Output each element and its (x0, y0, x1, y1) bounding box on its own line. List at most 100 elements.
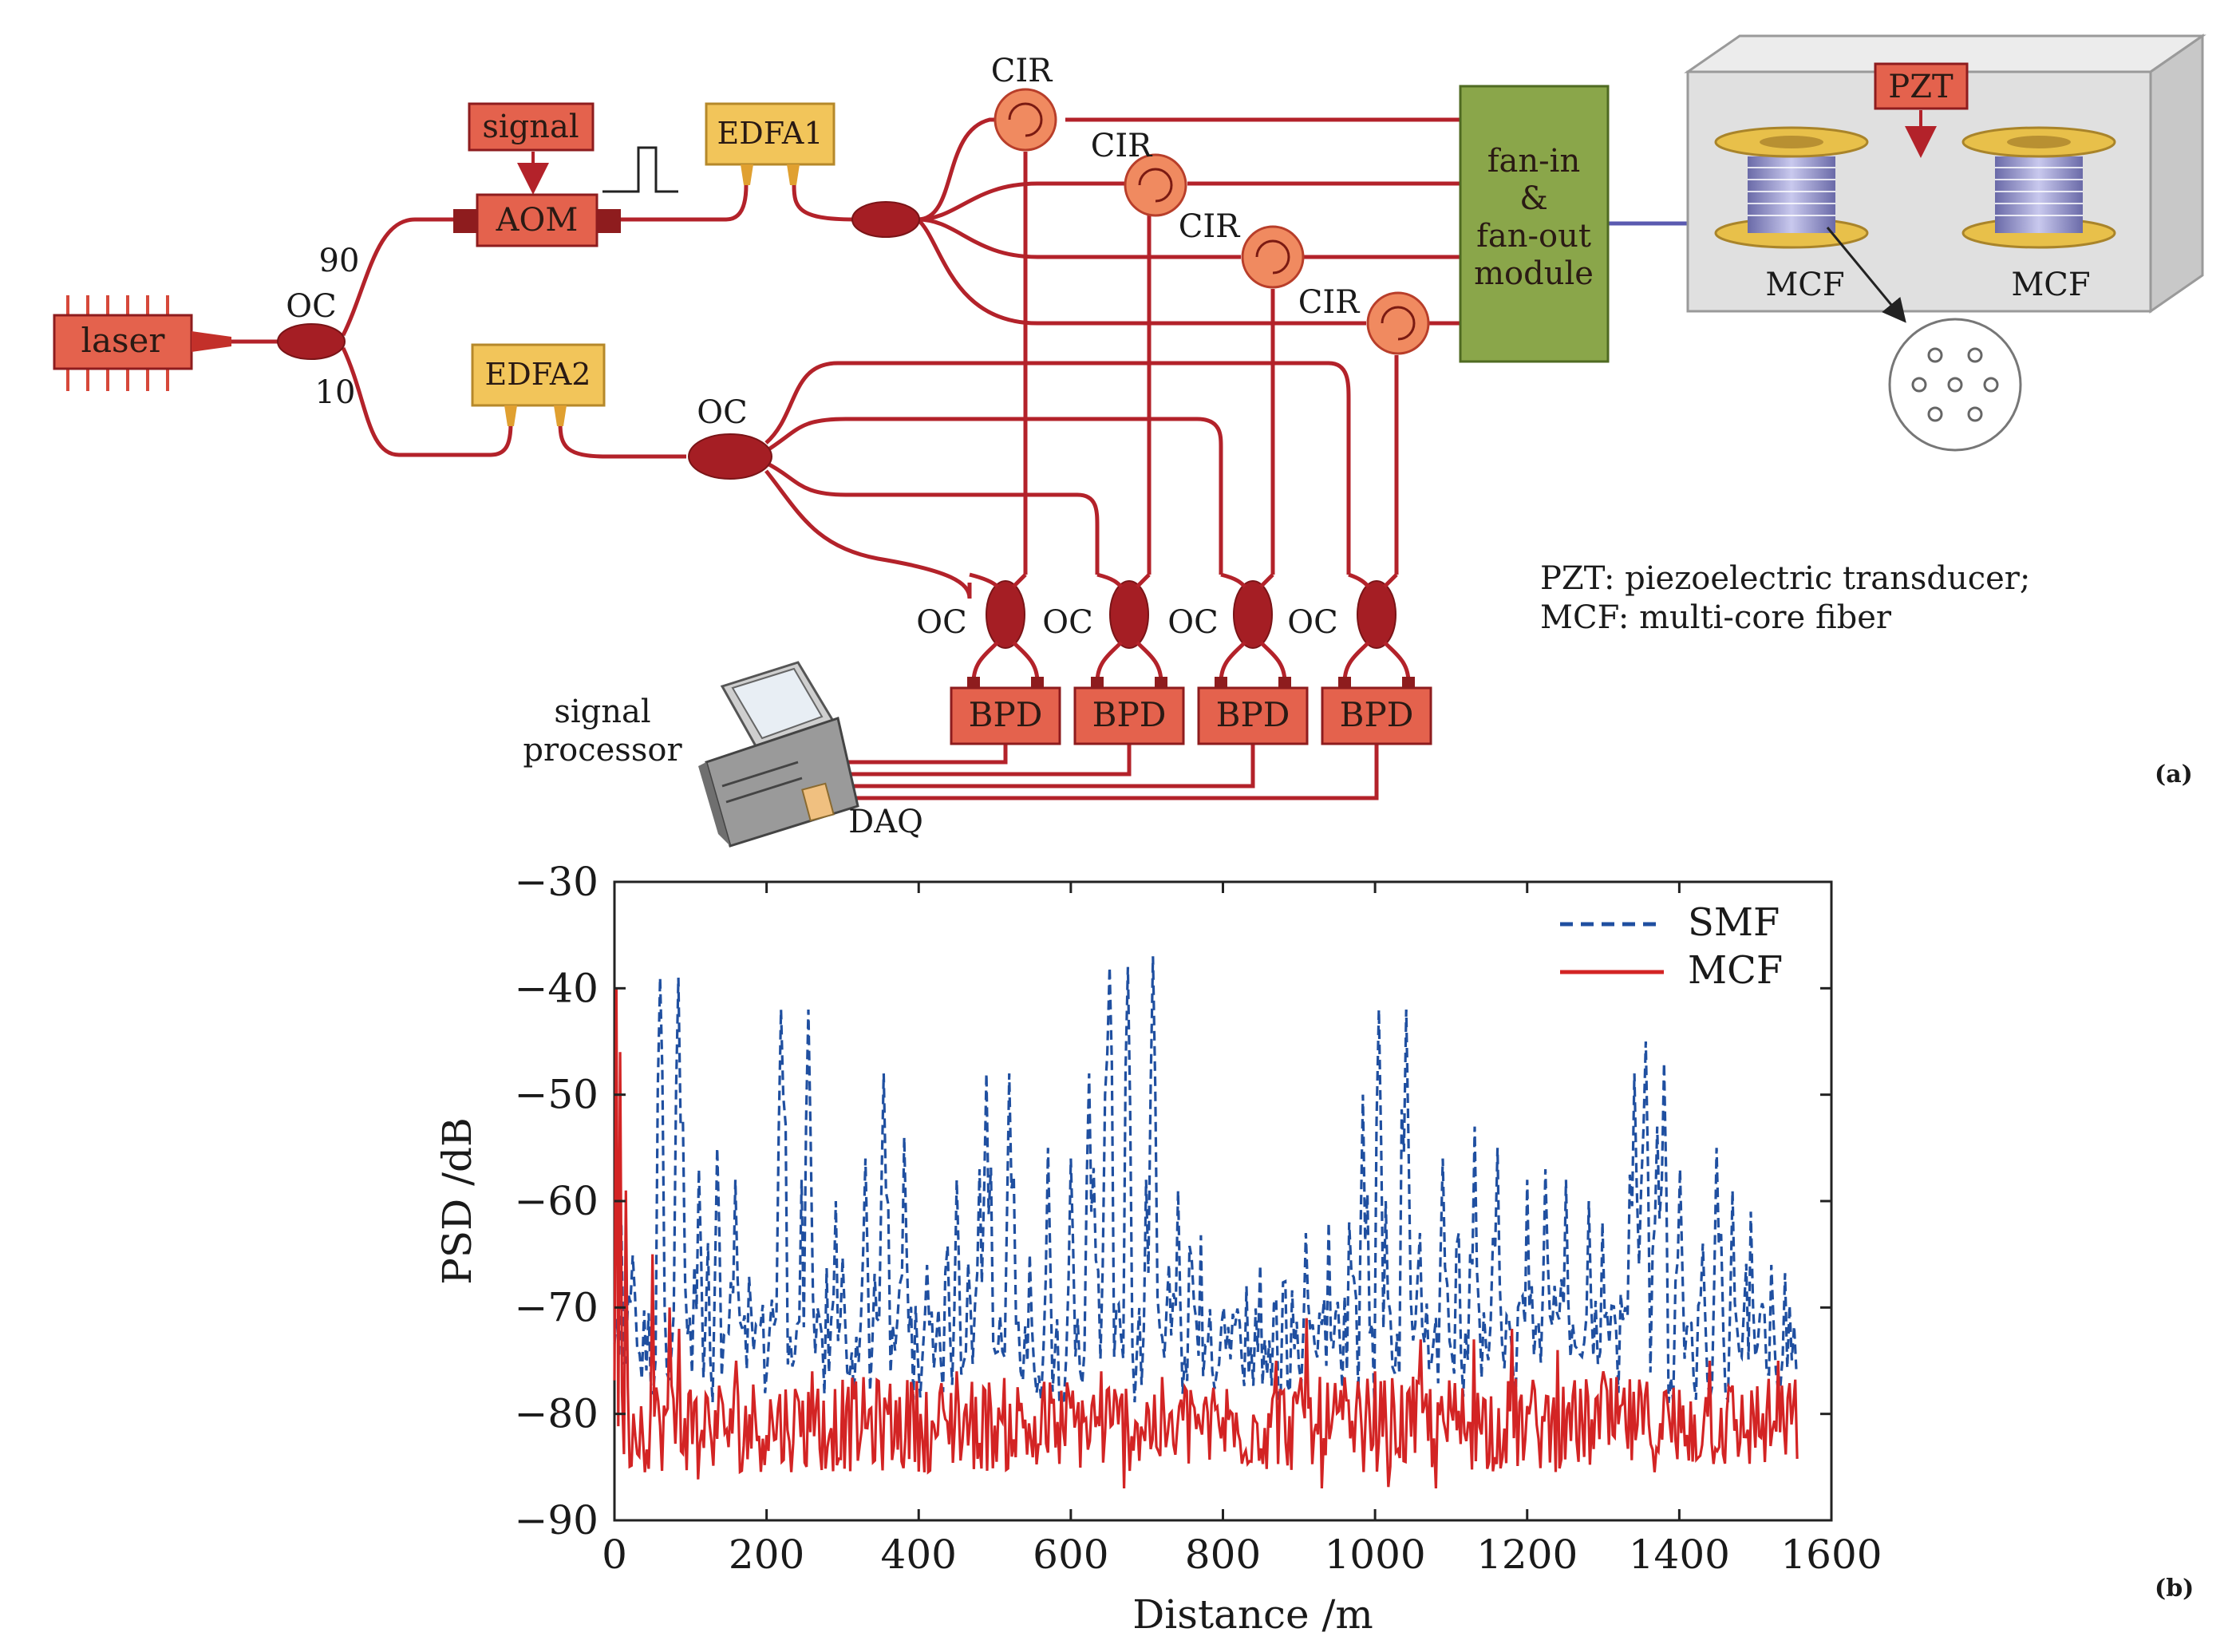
mcf2-label: MCF (2011, 267, 2090, 303)
svg-text:fan-in: fan-in (1487, 143, 1580, 180)
signal-label: signal (482, 109, 579, 145)
cir2-label: CIR (1091, 128, 1153, 164)
bpd3-label: BPD (1216, 695, 1290, 734)
laser: laser (53, 295, 231, 391)
x-tick-label: 600 (1033, 1531, 1108, 1578)
daq-label: DAQ (848, 804, 923, 840)
split-10-label: 10 (315, 374, 356, 411)
fiber-aom-edfa1 (618, 184, 749, 222)
fiber-split-cir4 (916, 218, 1366, 326)
fiber-lo-1 (764, 469, 972, 599)
pzt-label: PZT (1888, 69, 1953, 105)
y-tick-label: −70 (514, 1284, 598, 1330)
x-tick-label: 800 (1185, 1531, 1261, 1578)
oc-coupler-2 (688, 433, 772, 480)
bpd-4 (1321, 686, 1432, 745)
fiber-oc1-aom (341, 217, 455, 337)
y-tick-label: −90 (514, 1497, 598, 1543)
fan-module-box (1459, 85, 1610, 363)
x-tick-label: 1200 (1476, 1531, 1578, 1578)
fiber-oc1-edfa2 (341, 346, 513, 457)
signal-processor-label-2: processor (523, 732, 682, 769)
y-tick-label: −30 (514, 859, 598, 905)
pzt-box (1874, 62, 1969, 110)
y-tick-label: −60 (514, 1178, 598, 1224)
oc-bpd4-label: OC (1287, 604, 1337, 641)
series-line-mcf (613, 988, 1799, 1489)
x-tick-label: 1400 (1629, 1531, 1730, 1578)
fan-module-label: fan-in & fan-out module (1474, 143, 1594, 292)
edfa1-label: EDFA1 (717, 116, 824, 151)
split-90-label: 90 (319, 243, 360, 279)
circulator-1: CIR (991, 53, 1057, 152)
bpd-1 (950, 686, 1061, 745)
circulator-3: CIR (1179, 208, 1305, 289)
bpd1-label: BPD (969, 695, 1043, 734)
cir4-label: CIR (1298, 284, 1361, 321)
x-tick-label: 1600 (1780, 1531, 1882, 1578)
pulse-icon (602, 146, 678, 193)
oc2-label: OC (697, 394, 747, 431)
aom-port-right (597, 209, 621, 233)
fiber-edfa2-oc2 (558, 422, 686, 459)
svg-text:&: & (1519, 180, 1548, 217)
edfa1-box (705, 102, 836, 166)
circulator-2: CIR (1091, 128, 1187, 217)
mcf1-label: MCF (1765, 267, 1844, 303)
laser-label: laser (81, 321, 166, 360)
oc-bpd-4 (1357, 580, 1396, 649)
bpd4-label: BPD (1340, 695, 1414, 734)
edfa2-port-out (554, 405, 567, 426)
fiber-split-cir1 (917, 117, 1005, 222)
oc1-label: OC (286, 288, 336, 325)
edfa2-port-in (504, 405, 517, 426)
series-layer (613, 956, 1799, 1489)
oc-bpd-3 (1233, 580, 1273, 649)
oc-bpd-2 (1109, 580, 1149, 649)
panel-a-label: (a) (2155, 761, 2193, 788)
mcf-cross-section-icon (1888, 318, 2022, 452)
signal-processor-label-1: signal (554, 694, 650, 730)
svg-text:fan-out: fan-out (1476, 218, 1591, 255)
edfa2-box (471, 343, 606, 407)
edfa2-label: EDFA2 (485, 357, 591, 392)
aom-label: AOM (496, 202, 579, 239)
aom-box (476, 193, 598, 247)
x-tick-label: 200 (729, 1531, 804, 1578)
signal-box (468, 102, 595, 152)
oc-bpd-1 (986, 580, 1025, 649)
fiber-lo-4 (764, 361, 1351, 575)
fiber-edfa1-splitter (792, 184, 855, 222)
oc-bpd3-label: OC (1167, 604, 1218, 641)
legend-mcf: MCF: multi-core fiber (1540, 599, 1892, 636)
x-tick-label: 0 (602, 1531, 627, 1578)
computer-icon (698, 661, 859, 848)
legend-smf-label: SMF (1688, 900, 1780, 945)
circulator-4: CIR (1298, 284, 1430, 355)
bpd-3 (1197, 686, 1309, 745)
mcf-spool-2: MCF (1961, 126, 2116, 303)
cir3-label: CIR (1179, 208, 1241, 245)
bpd2-label: BPD (1092, 695, 1167, 734)
splitter-1x4 (851, 201, 920, 238)
mcf-spool-1: MCF (1714, 126, 1869, 303)
x-axis-label: Distance /m (1132, 1591, 1373, 1638)
x-tick-label: 1000 (1325, 1531, 1426, 1578)
oc-coupler-1 (277, 323, 346, 360)
oc-bpd1-label: OC (916, 604, 966, 641)
legend-pzt: PZT: piezoelectric transducer; (1540, 560, 2030, 597)
bpd-row (950, 677, 1432, 745)
edfa1-port-out (787, 164, 800, 185)
bpd-2 (1073, 686, 1185, 745)
chart-legend: SMF MCF (1560, 900, 1783, 993)
daq-card (801, 782, 835, 822)
fiber-split-cir2 (917, 181, 1125, 222)
fiber-lo-2 (764, 460, 1100, 575)
oc-bpd2-label: OC (1042, 604, 1092, 641)
fiber-lo-3 (764, 417, 1223, 575)
edfa1-port-in (741, 164, 753, 185)
y-tick-label: −80 (514, 1391, 598, 1437)
